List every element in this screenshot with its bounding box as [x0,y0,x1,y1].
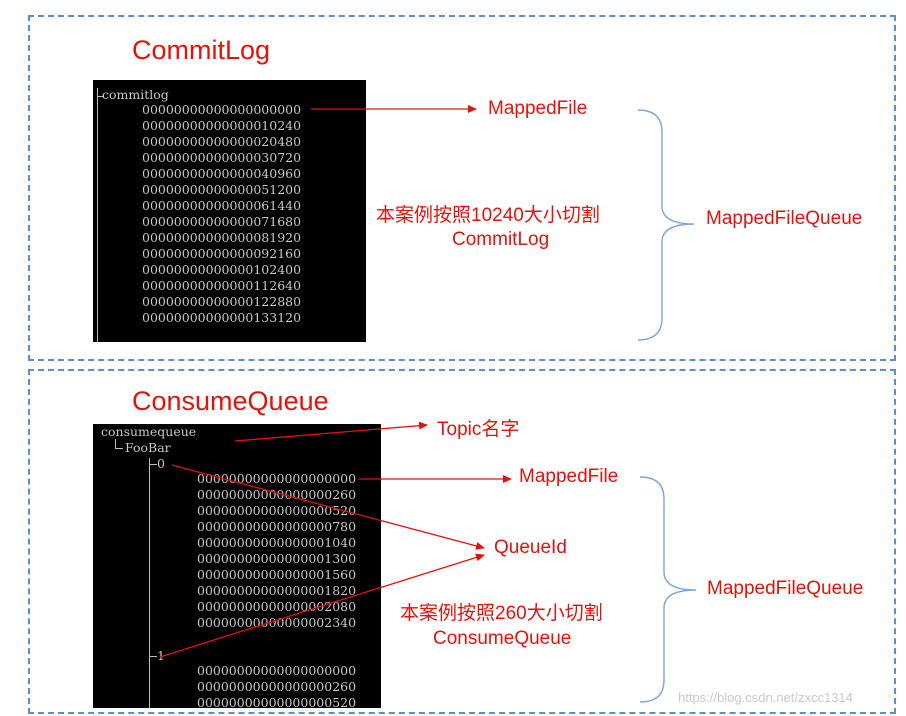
queue1-dir: 1 [157,648,165,663]
topic-name-label: Topic名字 [437,419,520,440]
tree-branch-queue0 [149,464,157,465]
queue0-file-name: 00000000000000001300 [197,551,357,566]
queue0-dir: 0 [157,456,165,471]
commitlog-file-name: 00000000000000081920 [142,230,302,245]
commitlog-root-dir: commitlog [102,87,169,102]
commitlog-file-name: 00000000000000020480 [142,134,302,149]
commitlog-split-note-line1: 本案例按照10240大小切割 [376,205,600,226]
queue0-file-name: 00000000000000001820 [197,583,357,598]
tree-queue-vertical-line [149,458,150,708]
commitlog-file-name: 00000000000000061440 [142,198,302,213]
queue0-file-name: 00000000000000000260 [197,487,357,502]
queue1-file-name: 00000000000000000260 [197,679,357,694]
commitlog-split-note-line2: CommitLog [452,229,550,250]
consumequeue-terminal: consumequeue FooBar 0 000000000000000000… [93,424,381,708]
consumequeue-mapped-file-label: MappedFile [519,466,619,487]
queue0-file-name: 00000000000000000780 [197,519,357,534]
commitlog-heading: CommitLog [132,35,271,65]
tree-branch [97,96,103,97]
commitlog-mapped-file-label: MappedFile [488,98,588,119]
queue1-file-name: 00000000000000000000 [197,663,357,678]
consumequeue-queue-label: MappedFileQueue [707,578,864,599]
topic-dir: FooBar [125,440,171,455]
queue0-file-name: 00000000000000001040 [197,535,357,550]
commitlog-file-name: 00000000000000071680 [142,214,302,229]
queue0-file-name: 00000000000000000520 [197,503,357,518]
consumequeue-root-dir: consumequeue [101,424,197,439]
consumequeue-split-note-line2: ConsumeQueue [433,628,572,649]
commitlog-file-name: 00000000000000122880 [142,294,302,309]
commitlog-file-name: 00000000000000133120 [142,310,302,325]
tree-elbow-foobar [115,439,123,449]
tree-vertical-line [97,88,98,342]
queue0-file-name: 00000000000000002080 [197,599,357,614]
consumequeue-panel [28,369,896,714]
watermark: https://blog.csdn.net/zxcc1314 [678,690,853,705]
consumequeue-split-note-line1: 本案例按照260大小切割 [400,603,603,624]
commitlog-panel [28,15,896,361]
brace-consumequeue-queue [639,476,697,703]
tree-branch-queue1 [149,656,157,657]
commitlog-file-name: 00000000000000112640 [142,278,302,293]
commitlog-file-name: 00000000000000010240 [142,118,302,133]
consumequeue-heading: ConsumeQueue [132,386,329,416]
queue-id-label: QueueId [494,537,567,558]
queue0-file-name: 00000000000000002340 [197,615,357,630]
brace-commitlog-queue [637,109,695,341]
commitlog-file-name: 00000000000000092160 [142,246,302,261]
arrow-queue0-to-queueid [171,464,485,550]
queue1-file-name: 00000000000000000520 [197,695,357,708]
commitlog-file-name: 00000000000000030720 [142,150,302,165]
commitlog-file-name: 00000000000000051200 [142,182,302,197]
arrow-queue1-to-queueid [159,553,485,658]
commitlog-file-name: 00000000000000102400 [142,262,302,277]
commitlog-file-name: 00000000000000000000 [142,102,302,117]
queue0-file-name: 00000000000000001560 [197,567,357,582]
commitlog-queue-label: MappedFileQueue [706,208,863,229]
arrow-topic-name [234,421,428,442]
commitlog-file-name: 00000000000000040960 [142,166,302,181]
